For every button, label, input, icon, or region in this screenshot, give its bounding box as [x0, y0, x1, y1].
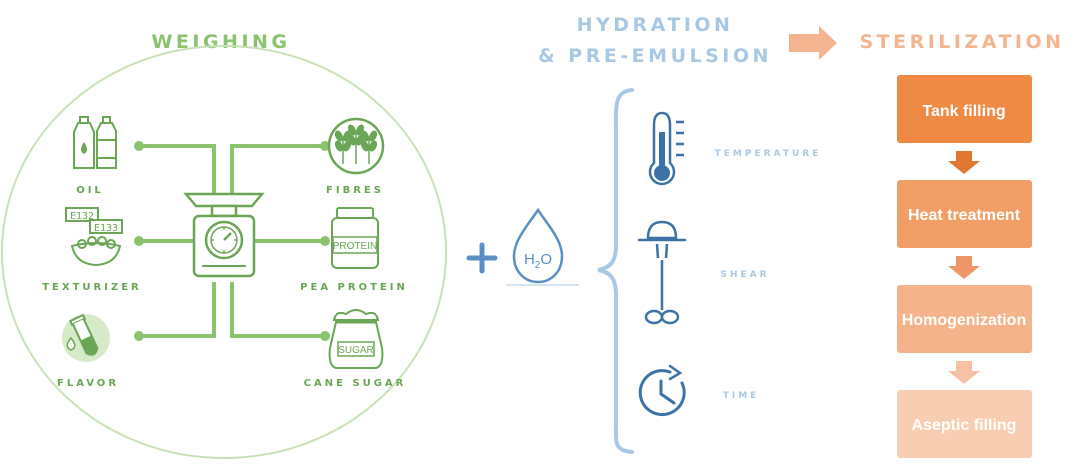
- step-label-homogenization: Homogenization: [902, 312, 1026, 329]
- sugar-bag-label: SUGAR: [338, 345, 374, 356]
- connector-lines: [140, 144, 324, 338]
- ingredient-label-fibres: FIBRES: [326, 185, 384, 196]
- thermometer-icon: [648, 111, 684, 186]
- step-label-tank-filling: Tank filling: [922, 103, 1005, 120]
- step-label-heat-treatment: Heat treatment: [908, 207, 1021, 224]
- parameter-label-shear: SHEAR: [720, 270, 769, 280]
- sterilization-title: STERILIZATION: [859, 31, 1064, 53]
- texturizer-code-1: E132: [70, 211, 94, 222]
- pea-protein-jar-icon: [331, 207, 379, 269]
- step-box-homogenization: [897, 285, 1032, 353]
- ingredient-label-cane-sugar: CANE SUGAR: [304, 378, 407, 389]
- step-box-tank-filling: [897, 75, 1032, 143]
- ingredient-label-flavor: FLAVOR: [57, 378, 119, 389]
- connector-dot-cane-sugar: [320, 331, 330, 341]
- weighing-circle: [1, 45, 447, 459]
- connector-dot-texturizer: [134, 236, 144, 246]
- connector-dot-fibres: [320, 141, 330, 151]
- section-arrow-right: [789, 26, 837, 60]
- fibres-wheat-icon: [327, 117, 385, 175]
- weighing-section: WEIGHING: [1, 31, 447, 459]
- scale-icon: [183, 192, 265, 278]
- hydration-section: HYDRATION & PRE-EMULSION H2O TEMPERATURE: [466, 14, 822, 454]
- plus-icon: [466, 242, 498, 274]
- ingredient-label-texturizer: TEXTURIZER: [42, 282, 142, 293]
- step-box-aseptic-filling: [897, 390, 1032, 458]
- clock-time-icon: [638, 364, 686, 417]
- connector-dot-oil: [134, 141, 144, 151]
- step-arrow-2: [948, 256, 980, 279]
- hydration-title-line2: & PRE-EMULSION: [538, 45, 772, 67]
- flavor-test-tube-icon: [62, 313, 110, 362]
- connector-dot-flavor: [134, 331, 144, 341]
- parameter-label-time: TIME: [723, 391, 760, 401]
- cane-sugar-bag-icon: [328, 309, 384, 369]
- texturizer-code-2: E133: [94, 223, 118, 234]
- ingredient-label-pea-protein: PEA PROTEIN: [300, 282, 408, 293]
- ingredient-label-oil: OIL: [76, 185, 104, 196]
- texturizer-icon: [65, 207, 123, 267]
- protein-jar-label: PROTEIN: [333, 241, 377, 252]
- step-arrow-1: [948, 151, 980, 174]
- water-drop-icon: [506, 207, 579, 286]
- step-arrow-3: [948, 361, 980, 384]
- oil-bottles-icon: [73, 116, 117, 169]
- connector-dot-pea-protein: [320, 236, 330, 246]
- step-box-heat-treatment: [897, 180, 1032, 248]
- curly-brace: [597, 88, 634, 454]
- mixer-shear-icon: [637, 220, 687, 325]
- water-formula: H2O: [524, 251, 552, 271]
- sterilization-section: STERILIZATION Tank filling Heat treatmen…: [789, 26, 1064, 458]
- step-label-aseptic-filling: Aseptic filling: [912, 417, 1017, 434]
- parameter-label-temperature: TEMPERATURE: [715, 149, 822, 159]
- hydration-title-line1: HYDRATION: [577, 14, 734, 36]
